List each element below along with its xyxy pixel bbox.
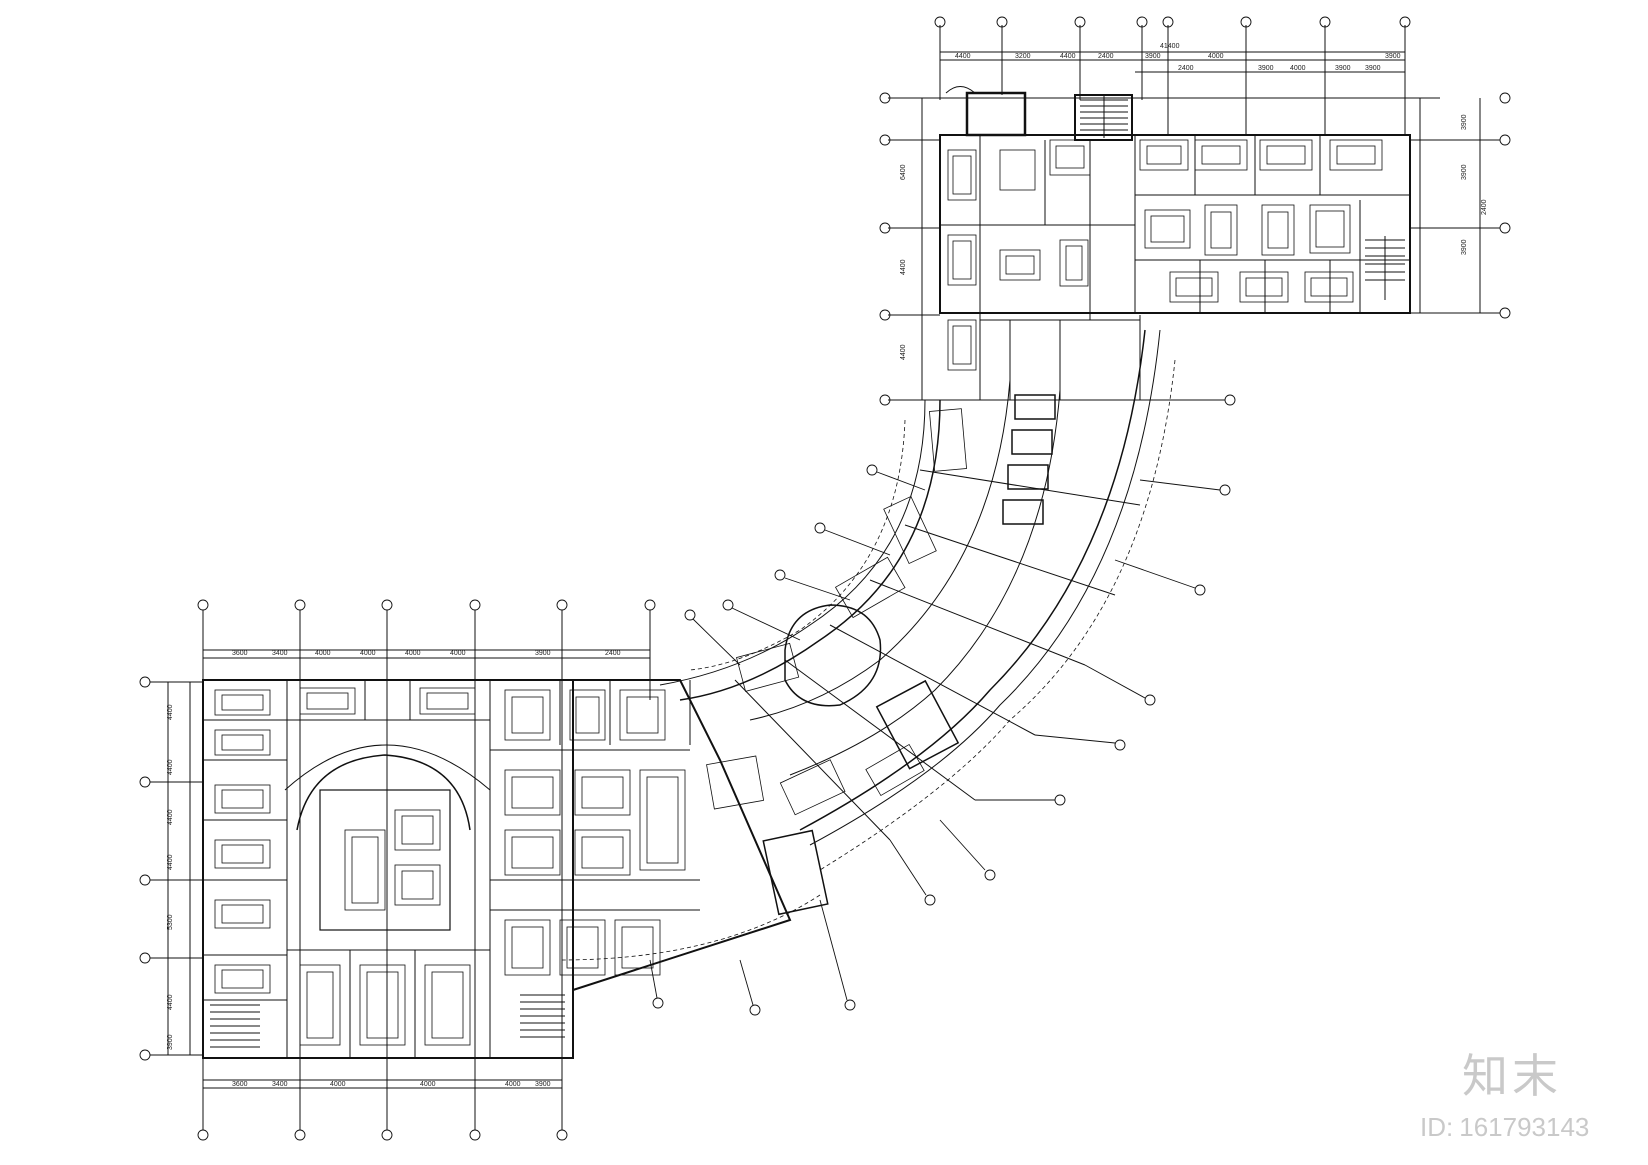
dim-label: 4400: [167, 994, 174, 1010]
dim-label: 3900: [1461, 114, 1468, 130]
dim-label: 3400: [272, 650, 288, 657]
grid-bubbles: [139, 16, 1511, 1141]
dim-label: 3900: [1335, 65, 1351, 72]
curved-corridor-wing: [559, 329, 1176, 961]
dim-label: 4000: [450, 650, 466, 657]
dim-label: 2400: [1178, 65, 1194, 72]
dim-label: 3900: [1258, 65, 1274, 72]
dim-label: 4400: [900, 259, 907, 275]
dimension-labels-vertical: 4400 4400 4400 4400 5300 4400 3900 3900 …: [167, 114, 1488, 1050]
dim-label: 4400: [1060, 53, 1076, 60]
dim-label: 4000: [360, 650, 376, 657]
dim-label: 4400: [167, 809, 174, 825]
dim-label: 3900: [1385, 53, 1401, 60]
dim-label: 2400: [1481, 199, 1488, 215]
dim-total: 41400: [1160, 43, 1180, 50]
dim-label: 4000: [405, 650, 421, 657]
dim-label: 3400: [272, 1081, 288, 1088]
dim-label: 4400: [167, 854, 174, 870]
watermark-id-label: ID:: [1420, 1112, 1454, 1142]
watermark-id-value: 161793143: [1459, 1112, 1590, 1142]
dim-label: 4000: [315, 650, 331, 657]
dim-label: 4400: [167, 704, 174, 720]
dim-label: 6400: [900, 164, 907, 180]
dim-label: 4400: [167, 759, 174, 775]
dim-label: 4000: [505, 1081, 521, 1088]
dim-label: 3600: [232, 650, 248, 657]
dim-label: 3200: [1015, 53, 1031, 60]
dim-label: 2400: [605, 650, 621, 657]
dim-label: 3600: [232, 1081, 248, 1088]
dimension-labels-top-right: 4400 3200 4400 2400 3900 2400 4000 3900 …: [955, 43, 1401, 72]
dim-label: 3900: [167, 1034, 174, 1050]
dim-label: 3900: [1365, 65, 1381, 72]
watermark-brand: 知末: [1462, 1049, 1562, 1103]
dim-label: 3900: [1145, 53, 1161, 60]
dim-label: 4000: [1208, 53, 1224, 60]
dim-label: 3900: [1461, 239, 1468, 255]
dim-label: 5300: [167, 914, 174, 930]
south-west-wing: [150, 610, 792, 1130]
dim-label: 3900: [535, 650, 551, 657]
dim-label: 3900: [1461, 164, 1468, 180]
dim-label: 3900: [535, 1081, 551, 1088]
dimension-labels-left-wing: 3600 3400 4000 4000 4000 4000 3900 2400 …: [232, 650, 621, 1088]
dim-label: 2400: [1098, 53, 1114, 60]
dim-label: 4000: [330, 1081, 346, 1088]
dim-label: 4400: [955, 53, 971, 60]
dim-label: 4000: [1290, 65, 1306, 72]
dim-label: 4400: [900, 344, 907, 360]
north-east-wing: [888, 25, 1500, 401]
dim-label: 4000: [420, 1081, 436, 1088]
watermark-id: ID:161793143: [1420, 1112, 1589, 1143]
